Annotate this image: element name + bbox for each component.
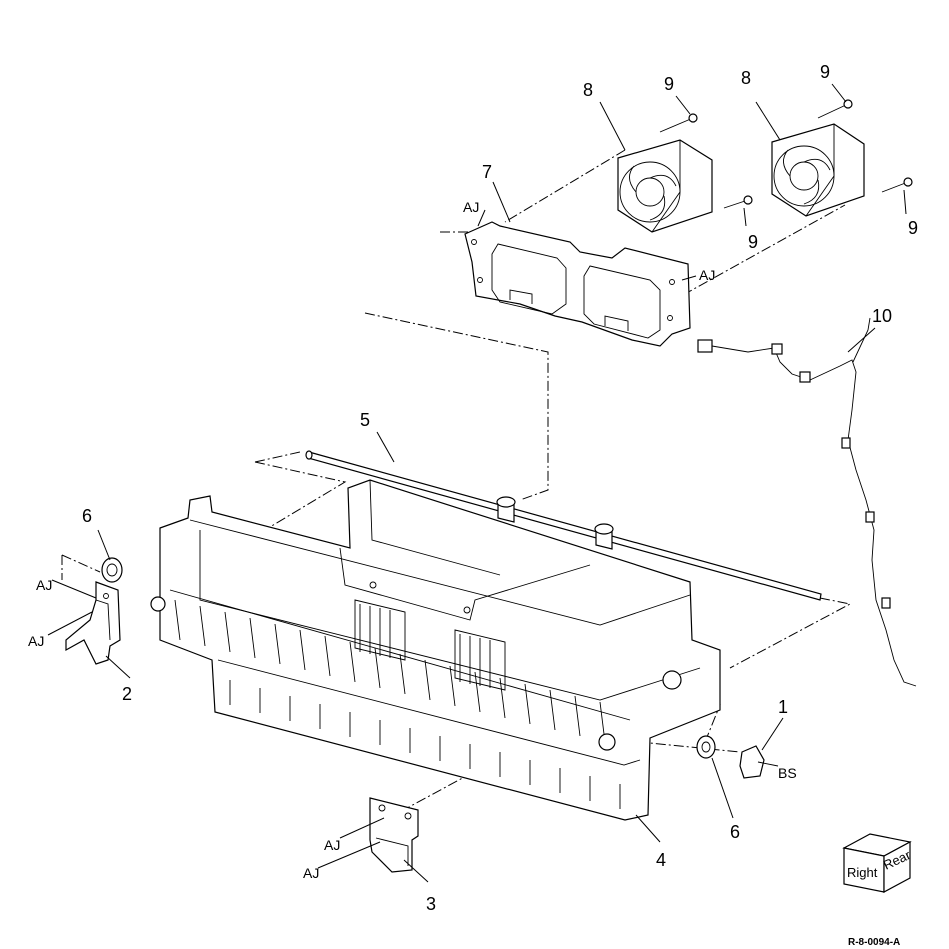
wire-harness-part-10 [697,317,917,687]
callout-2: 2 [122,684,132,704]
screws-part-9 [659,99,913,209]
alignment-lines [61,149,852,821]
bushing-part-6-left [101,557,123,583]
roller-shaft-part-5 [305,450,822,601]
sensor-part-1 [739,745,779,779]
fan-bracket-part-7 [464,221,691,347]
callout-8-right: 8 [741,68,751,88]
connector-aj-bracket-left: AJ [463,199,479,215]
connector-aj-lever-bottom: AJ [28,633,44,649]
connector-aj-bracket3-bottom: AJ [303,865,319,881]
callout-3: 3 [426,894,436,914]
cooling-fan-part-8-left [617,139,713,233]
connector-aj-lever-top: AJ [36,577,52,593]
connector-aj-bracket-right: AJ [699,267,715,283]
connector-aj-bracket3-top: AJ [324,837,340,853]
callout-1: 1 [778,697,788,717]
connector-labels: AJ AJ AJ AJ AJ AJ BS [28,199,797,881]
callout-4: 4 [656,850,666,870]
bracket-part-3 [369,797,419,873]
callout-numbers: 1 2 3 4 5 6 6 7 8 8 9 9 9 9 10 [82,62,918,914]
callout-9-top-left: 9 [664,74,674,94]
main-frame-part-4 [150,479,721,821]
callout-6-right: 6 [730,822,740,842]
callout-6-left: 6 [82,506,92,526]
callout-10: 10 [872,306,892,326]
figure-reference-code: R-8-0094-A [848,937,900,948]
cooling-fan-part-8-right [771,123,865,217]
leader-lines [47,83,907,883]
connector-bs: BS [778,765,797,781]
orientation-cube: Right Rear [842,833,913,894]
lever-bracket-part-2 [65,581,121,665]
callout-7: 7 [482,162,492,182]
callout-9-bottom-left: 9 [748,232,758,252]
orientation-right-label: Right [847,865,878,880]
callout-8-left: 8 [583,80,593,100]
callout-9-bottom-right: 9 [908,218,918,238]
callout-9-top-right: 9 [820,62,830,82]
bushing-part-6-right [696,735,716,759]
callout-5: 5 [360,410,370,430]
